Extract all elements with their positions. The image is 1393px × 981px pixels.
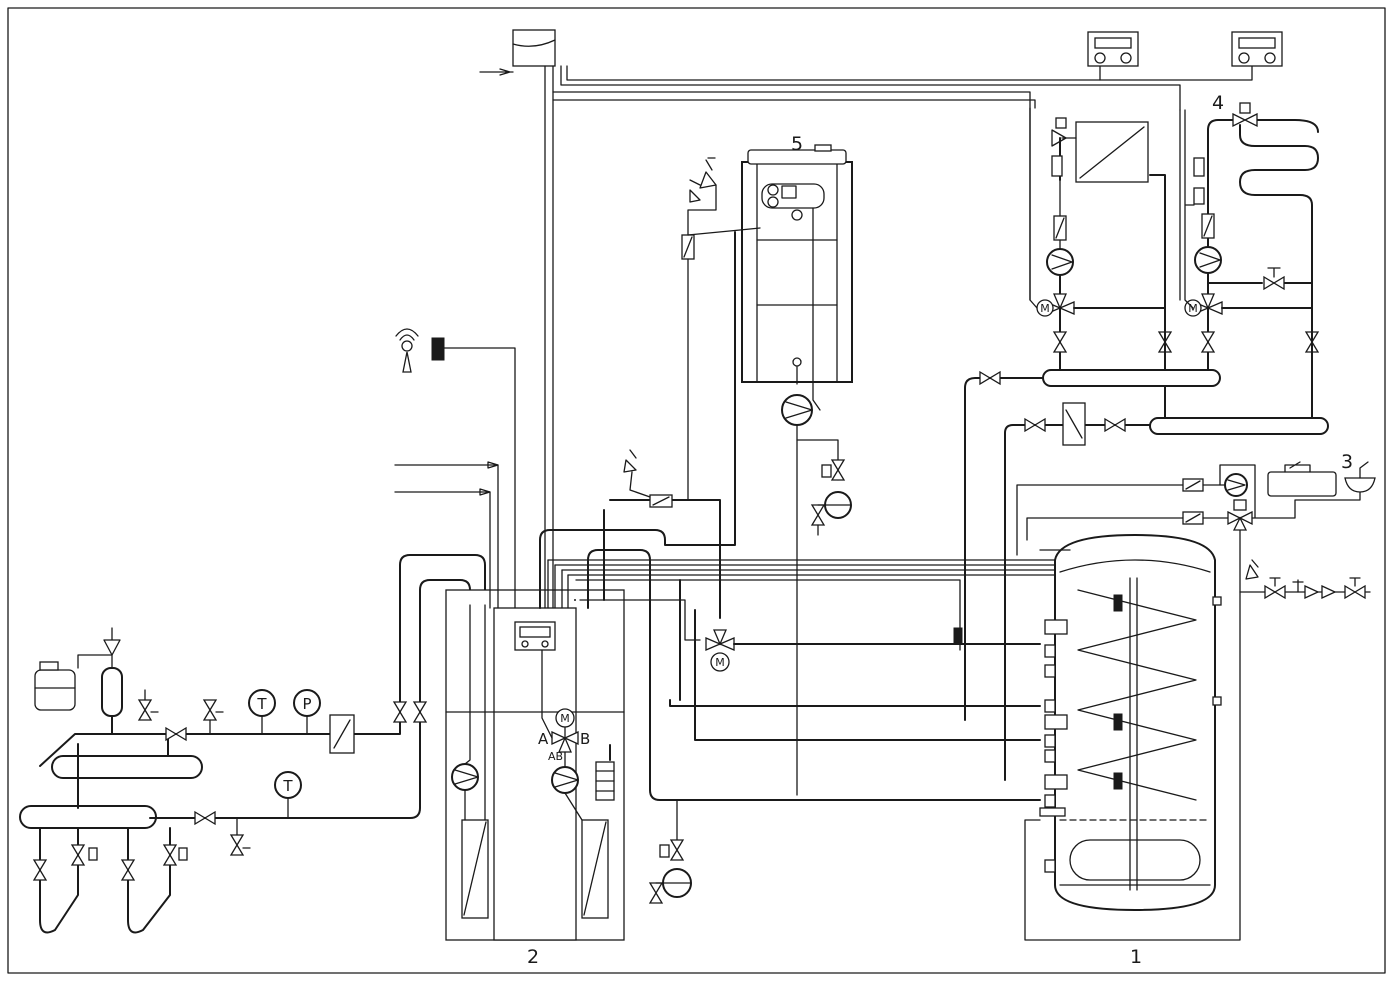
- heating-circuits: M M 4: [964, 92, 1329, 781]
- label-1: 1: [1130, 946, 1142, 968]
- port-b-label: B: [580, 730, 590, 748]
- storage-tank: 1: [1024, 519, 1241, 968]
- boiler: 5: [681, 133, 853, 796]
- port-ab-label: AB: [548, 750, 563, 763]
- heat-pump: M A B AB: [445, 589, 625, 941]
- hot-water: 3: [1016, 451, 1376, 600]
- label-4: 4: [1212, 92, 1224, 114]
- motor-symbol-center: M: [715, 656, 725, 669]
- middle-piping: M: [539, 231, 1116, 904]
- label-5: 5: [791, 133, 803, 155]
- outdoor-sensor: [394, 328, 516, 609]
- controllers: [479, 29, 1283, 609]
- motor-symbol-hp: M: [560, 712, 570, 725]
- pressure-symbol: P: [302, 695, 311, 713]
- motor-symbol-c1: M: [1040, 302, 1050, 315]
- label-3: 3: [1341, 451, 1353, 473]
- thermometer-symbol-2: T: [282, 777, 293, 795]
- label-2: 2: [527, 946, 539, 968]
- port-a-label: A: [538, 730, 549, 748]
- thermometer-symbol: T: [256, 695, 267, 713]
- frame: [7, 7, 1386, 974]
- brine-loop: T P T: [19, 554, 486, 934]
